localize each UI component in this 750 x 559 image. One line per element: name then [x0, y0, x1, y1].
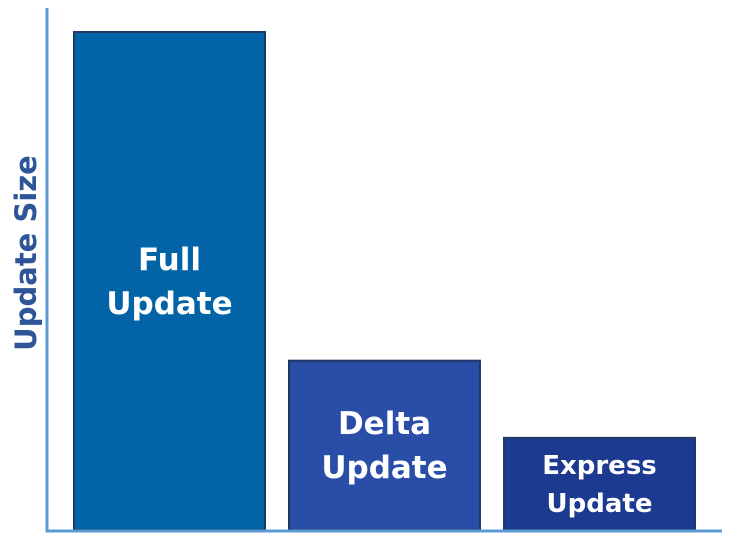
bars-group [73, 31, 696, 531]
bar-label-line: Express [542, 451, 657, 481]
bar-label-line: Update [321, 450, 447, 486]
bar-label-line: Update [106, 286, 232, 322]
bar-full-update [73, 31, 266, 531]
bar-label-line: Delta [338, 406, 431, 442]
y-axis-label: Update Size [9, 155, 43, 351]
bar-label-line: Update [547, 489, 653, 519]
bar-label-line: Full [138, 242, 201, 278]
bar-express-update [503, 436, 696, 531]
bar-delta-update [288, 359, 481, 531]
